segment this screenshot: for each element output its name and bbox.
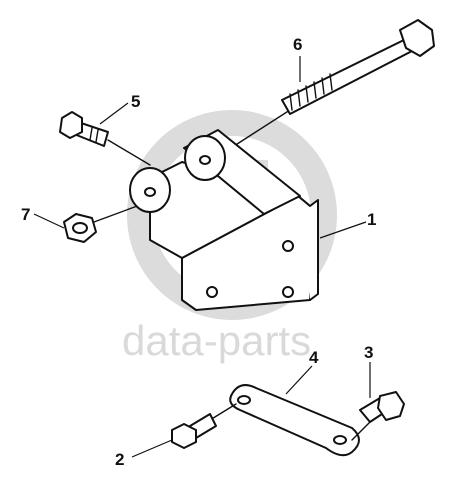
- callout-1: 1: [367, 210, 376, 229]
- callout-4: 4: [309, 348, 319, 367]
- right-bolt[interactable]: [351, 391, 405, 441]
- bracket[interactable]: [129, 129, 319, 311]
- long-bolt[interactable]: [149, 19, 435, 201]
- nut[interactable]: [63, 204, 141, 243]
- link-plate[interactable]: [229, 384, 360, 457]
- watermark-text: data-parts: [122, 317, 311, 364]
- callout-6: 6: [293, 35, 302, 54]
- callout-3: 3: [364, 343, 373, 362]
- left-bolt[interactable]: [171, 403, 237, 449]
- callout-2: 2: [115, 450, 124, 469]
- short-bolt[interactable]: [59, 111, 151, 166]
- callout-7: 7: [21, 205, 30, 224]
- leader-lines: [33, 56, 371, 458]
- callout-5: 5: [131, 92, 140, 111]
